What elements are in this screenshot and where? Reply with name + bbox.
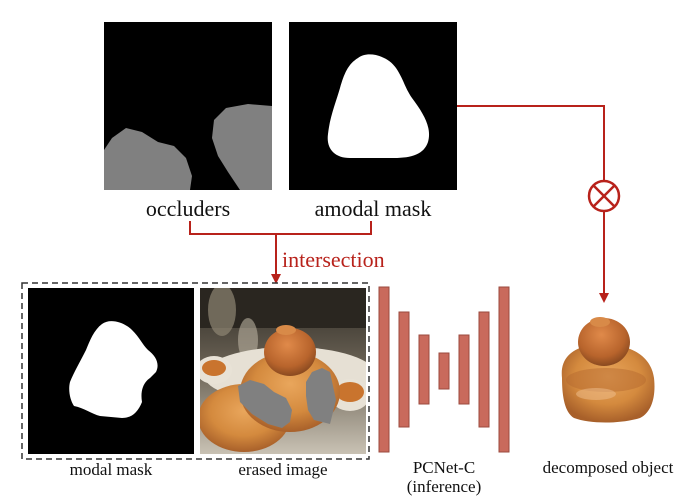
- network-layer: [478, 311, 490, 428]
- amodal-to-decomposed-line: [457, 105, 605, 180]
- network-layer: [418, 334, 430, 405]
- intersection-connector: [189, 221, 372, 235]
- network-layer: [378, 286, 390, 453]
- modal-mask-label: modal mask: [69, 460, 153, 479]
- amodal-object-shape: [327, 54, 430, 158]
- pcnet-inference-label: (inference): [406, 477, 482, 496]
- modal-mask-image: [28, 288, 194, 454]
- network-layer: [458, 334, 470, 405]
- pcnet-network-icon: [378, 286, 510, 453]
- pcnet-label: PCNet-C: [412, 458, 476, 477]
- input-group-box: [21, 282, 370, 460]
- network-layer: [498, 286, 510, 453]
- network-layer: [398, 311, 410, 428]
- erased-region-right: [306, 368, 336, 424]
- network-layer: [438, 352, 450, 390]
- decomposed-object-image: [561, 317, 655, 423]
- occluder-shape-right: [212, 104, 272, 190]
- erased-image-label: erased image: [238, 460, 328, 479]
- amodal-mask-label: amodal mask: [314, 196, 432, 221]
- erased-image: [200, 288, 366, 454]
- occluders-mask-image: [104, 22, 272, 190]
- modal-object-shape: [69, 321, 158, 418]
- amodal-mask-image: [289, 22, 457, 190]
- erased-region-left: [238, 380, 292, 428]
- occluder-shape-left: [104, 128, 192, 190]
- occluders-label: occluders: [145, 196, 231, 221]
- intersection-label: intersection: [282, 247, 385, 272]
- decomposed-object-label: decomposed object: [542, 458, 674, 477]
